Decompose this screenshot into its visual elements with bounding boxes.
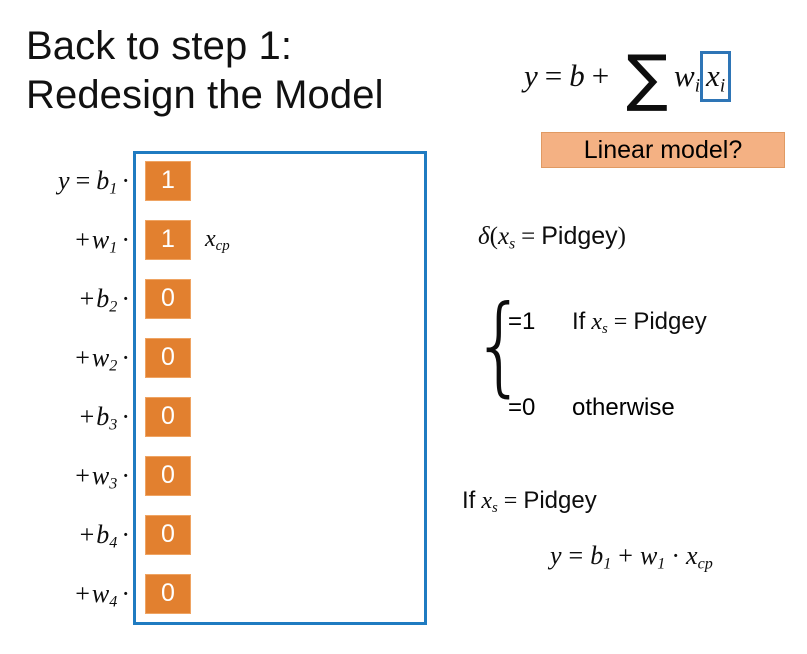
equation-row: +w4· 0 xyxy=(0,564,430,623)
delta-species: Pidgey xyxy=(541,222,618,250)
delta-case-true-condition: If xs=Pidgey xyxy=(572,308,707,338)
delta-variable: xs xyxy=(497,223,516,253)
equation-coefficient: +w2· xyxy=(75,342,130,374)
feature-value-cell: 1 xyxy=(145,160,191,201)
delta-symbol: δ xyxy=(478,223,490,250)
equation-coefficient: +b3· xyxy=(79,401,130,433)
feature-value-cell: 0 xyxy=(145,573,191,614)
delta-function-expression: δ(xs=Pidgey) xyxy=(478,222,626,253)
conditional-equals: = xyxy=(503,488,518,514)
linear-model-badge: Linear model? xyxy=(541,132,785,168)
conditional-result-equation: y=b1+w1·xcp xyxy=(550,541,713,573)
result-weight: w1 xyxy=(639,541,666,573)
equation-coefficient: +w4· xyxy=(75,578,130,610)
delta-close-paren: ) xyxy=(617,223,626,250)
formula-lhs: y xyxy=(524,58,538,93)
feature-value-cell: 0 xyxy=(145,455,191,496)
feature-value-cell: 0 xyxy=(145,396,191,437)
delta-open-paren: ( xyxy=(489,223,498,250)
delta-case-true-value: =1 xyxy=(508,308,536,335)
result-bias: b1 xyxy=(590,541,612,573)
equation-row: +b4· 0 xyxy=(0,505,430,564)
result-equals: = xyxy=(568,541,584,570)
result-feature: xcp xyxy=(686,541,713,573)
conditional-if: If xyxy=(462,487,476,514)
equation-row: y=b1· 1 xyxy=(0,151,430,210)
feature-value-cell: 0 xyxy=(145,278,191,319)
feature-value-cell: 0 xyxy=(145,337,191,378)
delta-cases-block: { =1 If xs=Pidgey =0 otherwise xyxy=(472,292,802,434)
conditional-variable: xs xyxy=(481,488,498,517)
delta-case-false-condition: otherwise xyxy=(572,394,675,421)
feature-value-cell: 1 xyxy=(145,219,191,260)
equation-coefficient: y=b1· xyxy=(58,165,130,197)
linear-model-formula: y = b + ∑ wi xi xyxy=(524,41,732,115)
equation-row: +w2· 0 xyxy=(0,328,430,387)
page-title: Back to step 1: Redesign the Model xyxy=(26,22,496,120)
result-plus: + xyxy=(618,541,633,570)
equation-coefficient: +w3· xyxy=(75,460,130,492)
delta-equals: = xyxy=(521,223,536,250)
case-brace: { xyxy=(472,283,527,408)
feature-vector-highlight-box xyxy=(133,151,427,625)
linear-model-badge-label: Linear model? xyxy=(583,135,743,164)
conditional-species: Pidgey xyxy=(523,487,597,514)
delta-case-true: =1 If xs=Pidgey xyxy=(508,308,707,338)
formula-bias: b xyxy=(569,58,585,93)
equation-row: +b3· 0 xyxy=(0,387,430,446)
delta-case-false: =0 otherwise xyxy=(508,394,675,422)
equation-row: +b2· 0 xyxy=(0,269,430,328)
feature-note-label: xcp xyxy=(205,226,230,255)
title-line-1: Back to step 1: xyxy=(26,24,293,68)
result-lhs: y xyxy=(550,541,562,570)
equation-row: +w3· 0 xyxy=(0,446,430,505)
boxed-feature-term: xi xyxy=(700,50,732,102)
formula-equals: = xyxy=(544,58,563,93)
equation-coefficient: +b2· xyxy=(79,283,130,315)
feature-value-cell: 0 xyxy=(145,514,191,555)
equation-row: +w1· 1 xcp xyxy=(0,210,430,269)
equation-coefficient: +b4· xyxy=(79,519,130,551)
equation-coefficient: +w1· xyxy=(75,224,130,256)
conditional-condition-line: If xs=Pidgey xyxy=(462,487,597,517)
formula-plus: + xyxy=(591,58,610,93)
summation-icon: ∑ xyxy=(626,41,669,115)
result-dot: · xyxy=(671,541,681,570)
delta-case-false-value: =0 xyxy=(508,394,536,421)
formula-weight: wi xyxy=(674,58,701,97)
title-line-2: Redesign the Model xyxy=(26,72,384,117)
